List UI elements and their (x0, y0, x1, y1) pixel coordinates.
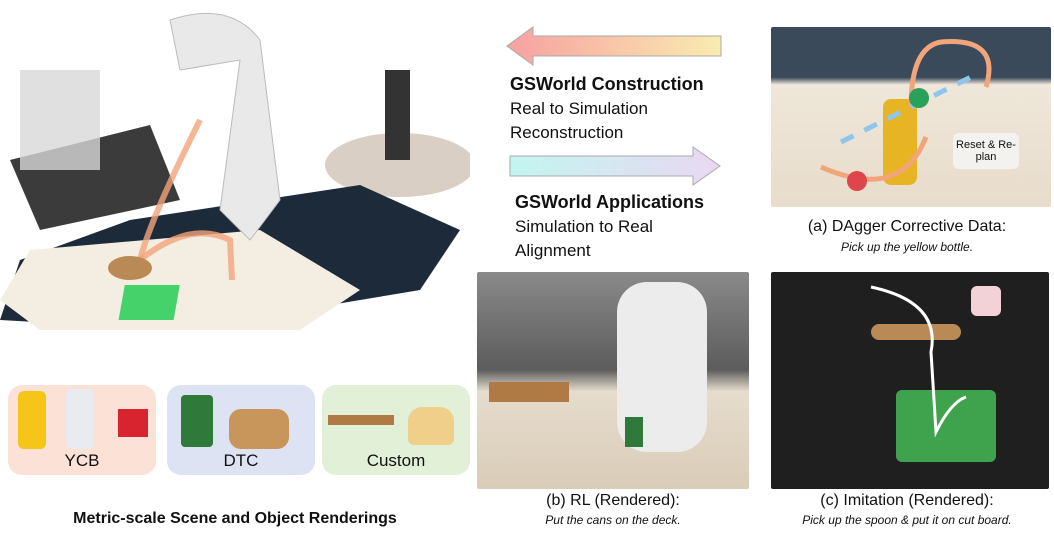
object-group-dtc: DTC (167, 385, 315, 475)
bread-image (408, 407, 454, 445)
construction-line1: Real to Simulation (510, 99, 648, 118)
panel-c-task: Pick up the spoon & put it on cut board. (802, 513, 1012, 527)
construction-title: GSWorld Construction (510, 74, 704, 94)
left-arrow-icon (506, 26, 722, 66)
applications-title: GSWorld Applications (515, 192, 705, 212)
applications-text: GSWorld Applications Simulation to Real … (515, 190, 704, 263)
reset-replan-label: Reset & Re-plan (953, 133, 1019, 169)
table-image (328, 415, 394, 425)
object-group-ycb: YCB (8, 385, 156, 475)
cutting-board-image (229, 409, 289, 449)
object-group-custom: Custom (322, 385, 470, 475)
applications-line1: Simulation to Real (515, 217, 653, 236)
replan-arrow-icon (819, 39, 992, 191)
cutting-board-image (896, 390, 996, 462)
scene-caption: Metric-scale Scene and Object Renderings (73, 510, 397, 527)
mustard-bottle-image (18, 391, 46, 449)
panel-c-caption: (c) Imitation (Rendered): (820, 492, 994, 509)
robot-scene-rendering (0, 0, 470, 380)
jello-box-image (118, 409, 148, 437)
rl-photo (477, 272, 749, 489)
imitation-photo (771, 272, 1049, 489)
scene-illustration (0, 12, 470, 330)
spoon-image (871, 324, 961, 340)
construction-text: GSWorld Construction Real to Simulation … (510, 72, 704, 145)
deck-image (489, 382, 569, 402)
cleanser-bottle-image (66, 389, 94, 449)
panel-a-caption: (a) DAgger Corrective Data: (807, 218, 1007, 235)
dtc-label: DTC (223, 451, 259, 470)
construction-line2: Reconstruction (510, 123, 624, 142)
dagger-photo: Reset & Re-plan (771, 27, 1051, 207)
right-arrow-icon (509, 146, 721, 186)
hand-grab-icon (971, 286, 1001, 316)
panel-b-task: Put the cans on the deck. (545, 513, 681, 527)
trajectory-arrow-icon (870, 285, 967, 438)
panel-a-task: Pick up the yellow bottle. (840, 240, 974, 254)
can-image (181, 395, 213, 447)
panel-b-caption: (b) RL (Rendered): (546, 492, 680, 509)
custom-label: Custom (366, 451, 426, 470)
can-image (625, 417, 643, 447)
ycb-label: YCB (64, 451, 100, 470)
applications-line2: Alignment (515, 241, 591, 260)
